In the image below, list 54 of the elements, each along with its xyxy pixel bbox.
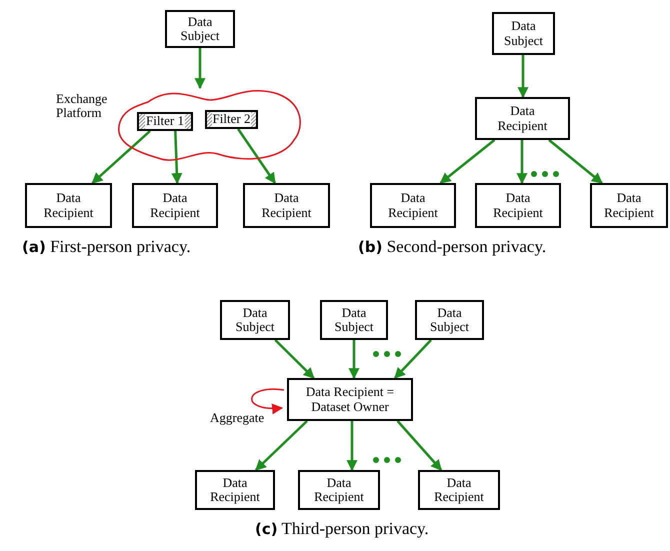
arrow <box>516 140 528 184</box>
entity-box <box>298 470 380 510</box>
entity-box <box>243 183 330 228</box>
caption: (c) Third-person privacy. <box>255 519 429 539</box>
node-text: Data Recipient <box>42 191 94 220</box>
filter-box: Filter 2 <box>205 110 258 129</box>
entity-box <box>287 378 413 421</box>
arrow <box>171 130 182 184</box>
arrow <box>194 48 206 90</box>
arrow <box>548 139 603 184</box>
filter-box: Filter 1 <box>137 112 193 131</box>
node-text: Data Recipient <box>209 476 261 504</box>
entity-box <box>475 183 561 228</box>
arrow <box>346 421 358 472</box>
entity-box <box>492 12 555 55</box>
node-text: Data Recipient <box>387 191 439 220</box>
node-text: Data Subject <box>503 19 544 48</box>
node-text: Data Subject <box>429 306 470 334</box>
entity-box <box>475 97 570 140</box>
node-text: Data Subject <box>334 306 374 334</box>
entity-box <box>132 183 218 228</box>
loop-arrow <box>251 388 284 414</box>
entity-box <box>418 470 500 510</box>
arrow <box>92 130 151 184</box>
entity-box <box>220 300 290 340</box>
node-text: Data Subject <box>180 14 220 44</box>
node-text: Data Subject <box>234 306 276 334</box>
arrow <box>396 420 442 471</box>
node-text: Data Recipient = Dataset Owner <box>304 385 396 414</box>
node-text: Data Recipient <box>603 191 655 220</box>
node-text: Data Recipient <box>496 104 548 133</box>
arrow <box>518 55 528 98</box>
caption: (a) First-person privacy. <box>22 237 191 257</box>
caption: (b) Second-person privacy. <box>358 237 546 257</box>
edge-label: Aggregate <box>210 410 264 426</box>
entity-box <box>195 470 275 510</box>
arrow <box>394 339 432 379</box>
arrow <box>255 420 308 471</box>
entity-box <box>165 10 235 48</box>
entity-box <box>590 183 668 228</box>
entity-box <box>370 183 456 228</box>
entity-box <box>320 300 388 340</box>
node-text: Data Recipient <box>492 191 544 220</box>
arrow <box>348 340 360 380</box>
node-text: Data Recipient <box>433 476 485 504</box>
entity-box <box>25 183 112 228</box>
entity-box <box>415 300 484 340</box>
arrow <box>440 139 496 184</box>
node-text: Data Recipient <box>260 191 312 220</box>
node-text: Data Recipient <box>149 191 201 220</box>
node-text: Data Recipient <box>313 476 365 504</box>
arrow <box>274 339 315 379</box>
arrow <box>237 128 276 184</box>
platform-label: Exchange Platform <box>56 92 108 121</box>
